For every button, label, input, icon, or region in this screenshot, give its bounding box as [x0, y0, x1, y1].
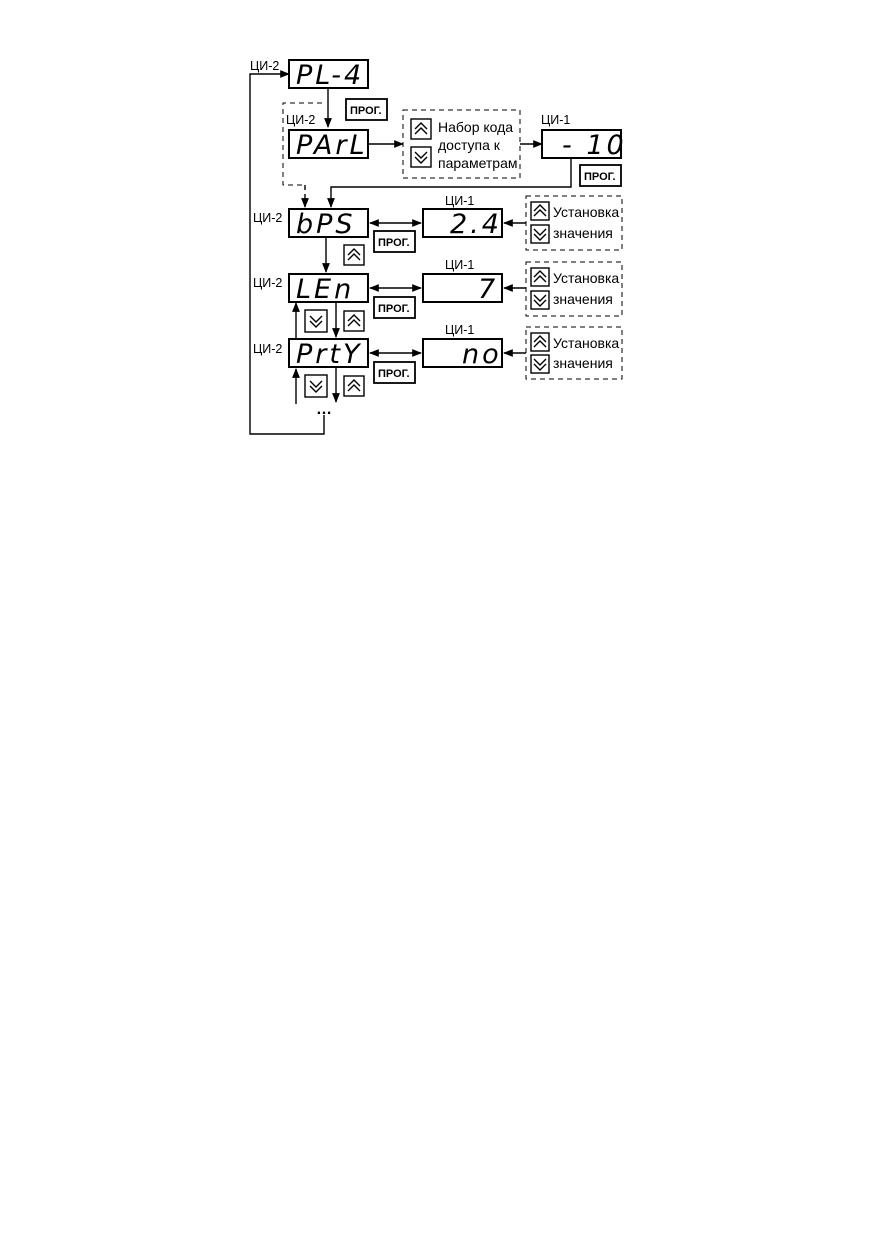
access-code-text-1: Набор кода — [438, 119, 513, 135]
code-value-text: - 10 — [562, 130, 627, 161]
prog-button-len-label: ПРОГ. — [378, 303, 410, 315]
access-code-text-2: доступа к — [438, 137, 501, 153]
prty-display: PrtY — [288, 338, 369, 370]
prog-button-len[interactable]: ПРОГ. — [373, 296, 416, 319]
prty-value-text: no — [462, 339, 502, 370]
bps-set-value-text-2: значения — [553, 225, 613, 241]
bps-value-indicator-label: ЦИ-1 — [445, 194, 474, 208]
bps-to-len-up-button[interactable] — [343, 244, 365, 266]
bps-set-value-text-1: Установка — [553, 204, 619, 220]
prty-set-value-box: Установка значения — [525, 326, 623, 380]
len-set-value-text-1: Установка — [553, 270, 619, 286]
bps-display: bPS — [288, 208, 369, 240]
prog-button-prty-label: ПРОГ. — [378, 368, 410, 380]
bps-display-text: bPS — [296, 209, 356, 240]
pl4-indicator-label: ЦИ-2 — [250, 59, 279, 73]
prty-value-display: no — [422, 338, 503, 370]
len-indicator-label: ЦИ-2 — [253, 276, 282, 290]
bps-down-button[interactable] — [530, 224, 550, 244]
access-code-box: Набор кода доступа к параметрам — [402, 109, 521, 179]
len-value-display: 7 — [422, 273, 503, 305]
bps-value-display: 2.4 — [422, 208, 503, 240]
pl4-display: PL-4 — [288, 59, 369, 91]
continuation-ellipsis: … — [316, 401, 332, 418]
bps-set-value-box: Установка значения — [525, 195, 623, 251]
prog-button-bps[interactable]: ПРОГ. — [373, 230, 416, 253]
bps-value-text: 2.4 — [450, 209, 502, 240]
prty-down-button[interactable] — [530, 354, 550, 374]
parl-dashed-group — [282, 102, 322, 186]
len-set-value-text-2: значения — [553, 291, 613, 307]
access-down-button[interactable] — [410, 146, 432, 168]
len-display: LEn — [288, 273, 369, 305]
code-value-display: - 10 — [541, 129, 627, 161]
parl-indicator-label: ЦИ-2 — [286, 113, 315, 127]
bps-up-button[interactable] — [530, 201, 550, 221]
len-to-prty-up-button[interactable] — [343, 310, 365, 332]
prty-indicator-label: ЦИ-2 — [253, 342, 282, 356]
prog-button-1[interactable]: ПРОГ. — [345, 98, 388, 121]
code-indicator-label: ЦИ-1 — [541, 113, 570, 127]
prty-to-next-up-button[interactable] — [343, 375, 365, 397]
access-code-text-3: параметрам — [438, 155, 518, 171]
prty-set-value-text-1: Установка — [553, 335, 619, 351]
len-value-text: 7 — [478, 274, 498, 305]
len-set-value-box: Установка значения — [525, 261, 623, 317]
len-down-button[interactable] — [530, 290, 550, 310]
prty-up-button[interactable] — [530, 332, 550, 352]
bps-indicator-label: ЦИ-2 — [253, 211, 282, 225]
access-up-button[interactable] — [410, 118, 432, 140]
prty-display-text: PrtY — [296, 339, 362, 370]
prog-button-bps-label: ПРОГ. — [378, 237, 410, 249]
prty-value-indicator-label: ЦИ-1 — [445, 323, 474, 337]
prog-button-1-label: ПРОГ. — [350, 105, 382, 117]
pl4-display-text: PL-4 — [296, 60, 364, 91]
len-up-button[interactable] — [530, 267, 550, 287]
prog-button-prty[interactable]: ПРОГ. — [373, 361, 416, 384]
loop-connector — [249, 70, 325, 435]
prog-button-2-label: ПРОГ. — [584, 171, 616, 183]
len-value-indicator-label: ЦИ-1 — [445, 258, 474, 272]
len-display-text: LEn — [296, 274, 354, 305]
prty-set-value-text-2: значения — [553, 355, 613, 371]
parl-display-text: PArL — [296, 130, 368, 161]
prty-to-next-down-button[interactable] — [304, 374, 328, 398]
prog-button-2[interactable]: ПРОГ. — [579, 164, 622, 187]
parl-display: PArL — [288, 129, 369, 161]
len-to-prty-down-button[interactable] — [304, 309, 328, 333]
